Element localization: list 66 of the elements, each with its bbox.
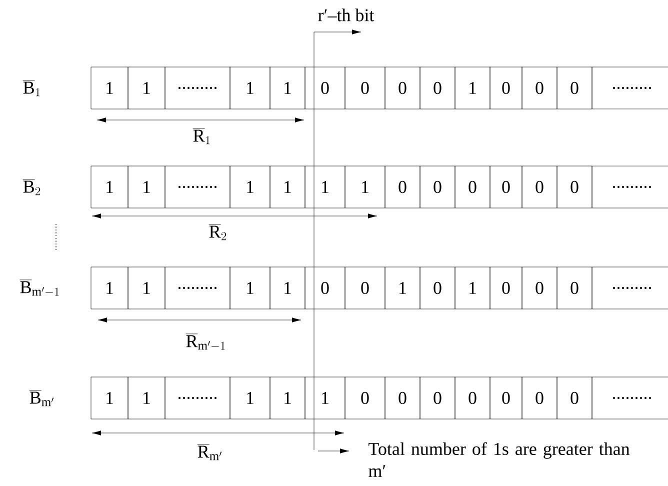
bit-cell: 1 [454, 66, 490, 110]
register-label: $\overline{\mathrm{B}}_{1}$ [22, 80, 40, 96]
bit-cell: 0 [384, 66, 420, 110]
bit-cell: 0 [522, 166, 558, 208]
bit-cell: 1 [90, 266, 128, 310]
bit-cell: 1 [270, 66, 306, 110]
bit-cell: 1 [128, 376, 166, 420]
bit-cell: 0 [522, 266, 558, 310]
bit-cell: 1 [384, 266, 420, 310]
bit-cell: 1 [230, 66, 270, 110]
bit-cell: 0 [454, 166, 490, 208]
bit-cell: ......... [164, 166, 230, 208]
bit-position-label: r′–th bit [318, 8, 374, 22]
dimension-label: $\overline{\mathrm{R}}_{1}$ [192, 128, 210, 144]
dimension-label: $\overline{\mathrm{R}}_{2}$ [208, 224, 226, 240]
bit-cell: 1 [128, 266, 166, 310]
bit-cell: 0 [344, 66, 386, 110]
bit-cell: ......... [592, 266, 668, 310]
bit-cell: ......... [592, 376, 668, 420]
bit-cell: 1 [230, 266, 270, 310]
bit-cell: ......... [592, 66, 668, 110]
bit-cell: 1 [230, 376, 270, 420]
bit-cell: 0 [420, 376, 456, 420]
bit-cell: 1 [270, 166, 306, 208]
bit-cell: 0 [556, 166, 592, 208]
bit-cell: 1 [230, 166, 270, 208]
bit-cell: 0 [304, 266, 346, 310]
bit-cell: 0 [522, 66, 558, 110]
bit-cell: 0 [420, 266, 456, 310]
bit-cell: 0 [344, 376, 386, 420]
bit-cell: 1 [90, 66, 128, 110]
bit-cell: ......... [164, 66, 230, 110]
bit-cell: 0 [454, 376, 490, 420]
register-label: $\overline{\mathrm{B}}_{\mathrm{m}'-1}$ [20, 280, 59, 296]
bit-cell: 1 [90, 166, 128, 208]
bit-cell: 0 [490, 266, 522, 310]
dimension-label: $\overline{\mathrm{R}}_{\mathrm{m}'-1}$ [186, 334, 225, 350]
bit-cell: 0 [304, 66, 346, 110]
bit-cell: 0 [384, 376, 420, 420]
dimension-label: $\overline{\mathrm{R}}_{\mathrm{m}'}$ [197, 444, 222, 460]
bit-cell: ......... [164, 376, 230, 420]
bit-cell: 1 [304, 166, 346, 208]
bit-cell: 0 [420, 66, 456, 110]
bit-cell: 1 [128, 166, 166, 208]
bit-cell: 1 [270, 266, 306, 310]
register-label: $\overline{\mathrm{B}}_{2}$ [22, 179, 40, 196]
bit-cell: 0 [556, 376, 592, 420]
bit-cell: 0 [490, 66, 522, 110]
bit-cell: ......... [164, 266, 230, 310]
bit-cell: 1 [128, 66, 166, 110]
bit-cell: 1 [90, 376, 128, 420]
bit-cell: 1 [270, 376, 306, 420]
bit-cell: 1 [344, 166, 386, 208]
note-text: Total number of 1s are greater than m′ [368, 442, 630, 477]
bit-cell: 1 [304, 376, 346, 420]
bit-cell: ......... [592, 166, 668, 208]
bit-cell: 0 [556, 66, 592, 110]
bit-cell: 0 [556, 266, 592, 310]
bit-cell: 0 [490, 376, 522, 420]
bit-cell: 1 [454, 266, 490, 310]
bit-cell: 0 [490, 166, 522, 208]
bit-cell: 0 [384, 166, 420, 208]
bit-cell: 0 [344, 266, 386, 310]
bit-cell: 0 [522, 376, 558, 420]
register-label: $\overline{\mathrm{B}}_{\mathrm{m}'}$ [29, 390, 54, 406]
bit-cell: 0 [420, 166, 456, 208]
